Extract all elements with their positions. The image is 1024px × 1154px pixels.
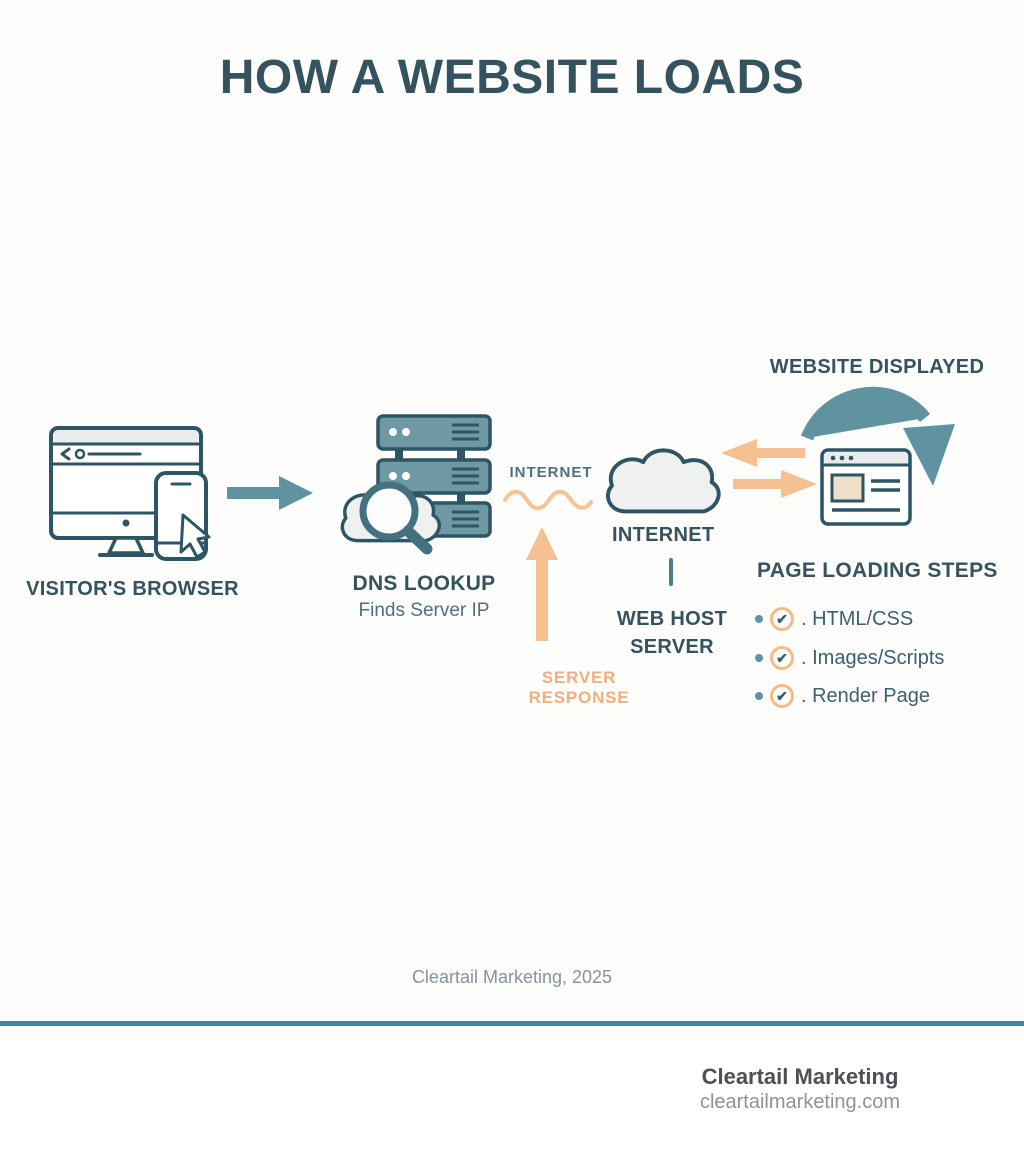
step-label: . Render Page xyxy=(801,684,930,707)
internet-link-label: INTERNET xyxy=(509,464,593,481)
request-arrow-left-icon xyxy=(721,439,805,467)
magnifier-icon xyxy=(359,481,433,555)
step-label: . HTML/CSS xyxy=(801,607,914,630)
check-icon: ✔ xyxy=(770,646,794,670)
check-icon: ✔ xyxy=(770,607,794,631)
visitor-browser-icon xyxy=(49,426,211,561)
server-response-label: SERVER RESPONSE xyxy=(528,668,630,707)
bullet-icon xyxy=(755,615,763,623)
bullet-icon xyxy=(755,654,763,662)
page-title: HOW A WEBSITE LOADS xyxy=(219,51,805,104)
list-item: ✔ . HTML/CSS xyxy=(755,606,913,632)
check-icon: ✔ xyxy=(770,684,794,708)
internet-cloud-icon xyxy=(606,448,721,514)
dns-lookup-icon xyxy=(340,414,492,555)
attribution-text: Cleartail Marketing, 2025 xyxy=(411,967,613,987)
footer-brand: Cleartail Marketing xyxy=(701,1064,899,1089)
web-host-server-label: WEB HOST SERVER xyxy=(616,608,728,658)
step-label: . Images/Scripts xyxy=(801,646,945,669)
list-item: ✔ . Images/Scripts xyxy=(755,645,944,671)
response-arrow-right-icon xyxy=(733,470,817,498)
wavy-line-icon xyxy=(503,489,593,511)
list-item: ✔ . Render Page xyxy=(755,683,930,709)
footer-brand-block: Cleartail Marketing cleartailmarketing.c… xyxy=(630,1064,970,1114)
website-displayed-label: WEBSITE DISPLAYED xyxy=(769,356,985,378)
footer-rule xyxy=(0,1021,1024,1026)
browser-window-icon xyxy=(820,448,912,526)
cursor-icon xyxy=(179,513,211,559)
curved-arrow-icon xyxy=(800,386,955,486)
image-placeholder xyxy=(830,473,865,503)
server-response-arrow-icon xyxy=(526,527,558,641)
dns-lookup-label: DNS LOOKUP xyxy=(352,572,496,595)
vertical-divider xyxy=(669,558,673,586)
footer-url: cleartailmarketing.com xyxy=(699,1091,901,1113)
internet-label: INTERNET xyxy=(612,524,715,546)
visitor-browser-label: VISITOR'S BROWSER xyxy=(26,578,239,600)
bullet-icon xyxy=(755,692,763,700)
dns-lookup-sublabel: Finds Server IP xyxy=(358,600,490,621)
footer xyxy=(0,1026,1024,1154)
page-loading-steps-title: PAGE LOADING STEPS xyxy=(757,559,998,582)
flow-arrow-right-icon xyxy=(227,476,313,510)
